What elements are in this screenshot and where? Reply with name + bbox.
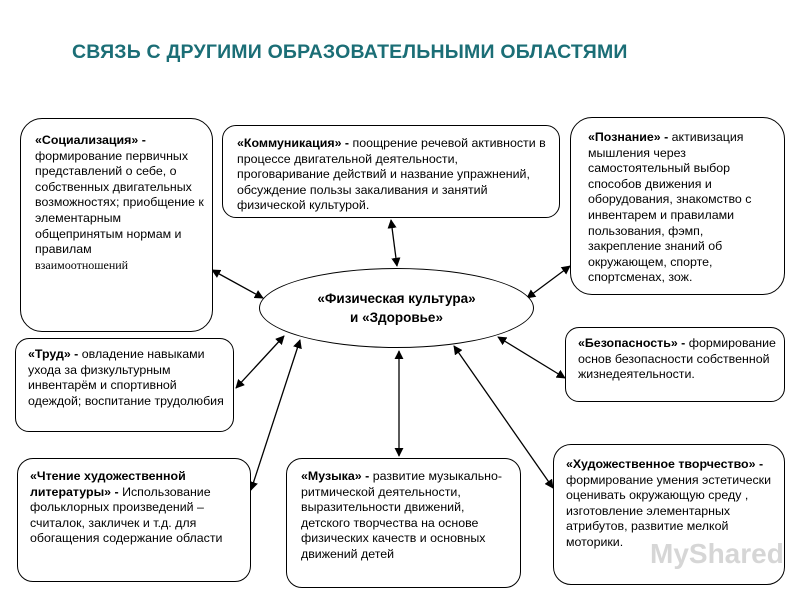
arrow-socialization (211, 269, 264, 299)
box-art-sep: - (755, 457, 764, 471)
box-art-label: «Художественное творчество» (566, 457, 756, 471)
box-reading: «Чтение художественной литературы» - Исп… (17, 458, 251, 582)
box-art-text: формирование умения эстетически оцениват… (566, 472, 772, 549)
center-line-1: «Физическая культура» (317, 291, 476, 306)
box-safety-sep: - (677, 336, 689, 350)
box-communication: «Коммуникация» - поощрение речевой актив… (222, 125, 560, 218)
watermark: MyShared (650, 538, 784, 569)
box-music-text: развитие музыкально-ритмической деятельн… (301, 469, 503, 561)
box-cognition-sep: - (660, 130, 672, 144)
arrow-reading (249, 339, 302, 491)
box-socialization-sep: - (138, 133, 146, 147)
arrow-art (453, 345, 554, 489)
box-labor-label: «Труд» (28, 347, 71, 361)
box-reading-label: «Чтение художественной литературы» (30, 469, 186, 499)
box-socialization: «Социализация» - формирование первичных … (20, 118, 213, 332)
box-cognition-label: «Познание» (588, 130, 661, 144)
arrow-cognition (526, 265, 571, 299)
box-labor-sep: - (70, 347, 82, 361)
box-cognition: «Познание» - активизация мышления через … (570, 117, 785, 295)
center-line-2: и «Здоровье» (350, 310, 443, 325)
box-safety: «Безопасность» - формирование основ безо… (565, 327, 785, 402)
box-communication-text: поощрение речевой активности в процессе … (237, 136, 546, 213)
box-music: «Музыка» - развитие музыкально-ритмическ… (286, 458, 521, 588)
arrow-labor (235, 335, 285, 389)
box-socialization-label: «Социализация» (35, 133, 139, 147)
box-music-sep: - (361, 469, 373, 483)
box-labor: «Труд» - овладение навыками ухода за физ… (15, 338, 234, 432)
box-socialization-tail: взаимоотношений (35, 257, 129, 272)
page-title: СВЯЗЬ С ДРУГИМИ ОБРАЗОВАТЕЛЬНЫМИ ОБЛАСТЯ… (72, 41, 628, 63)
box-art: «Художественное творчество» - формирован… (553, 444, 785, 585)
box-labor-text: овладение навыками ухода за физкультурны… (28, 347, 224, 408)
arrow-safety (497, 336, 566, 379)
box-safety-text: формирование основ безопасности собствен… (578, 336, 776, 382)
box-reading-text: Использование фольклорных произведений –… (30, 484, 223, 546)
box-reading-sep: - (111, 484, 123, 499)
center-ellipse: «Физическая культура» и «Здоровье» (259, 268, 534, 348)
box-safety-label: «Безопасность» (578, 336, 678, 350)
box-communication-label: «Коммуникация» (237, 136, 342, 150)
box-cognition-text: активизация мышления через самостоятельн… (588, 130, 752, 285)
box-music-label: «Музыка» (301, 469, 362, 483)
box-communication-sep: - (341, 136, 353, 150)
arrow-communication (387, 219, 401, 267)
box-socialization-text: формирование первичных представлений о с… (35, 148, 204, 257)
